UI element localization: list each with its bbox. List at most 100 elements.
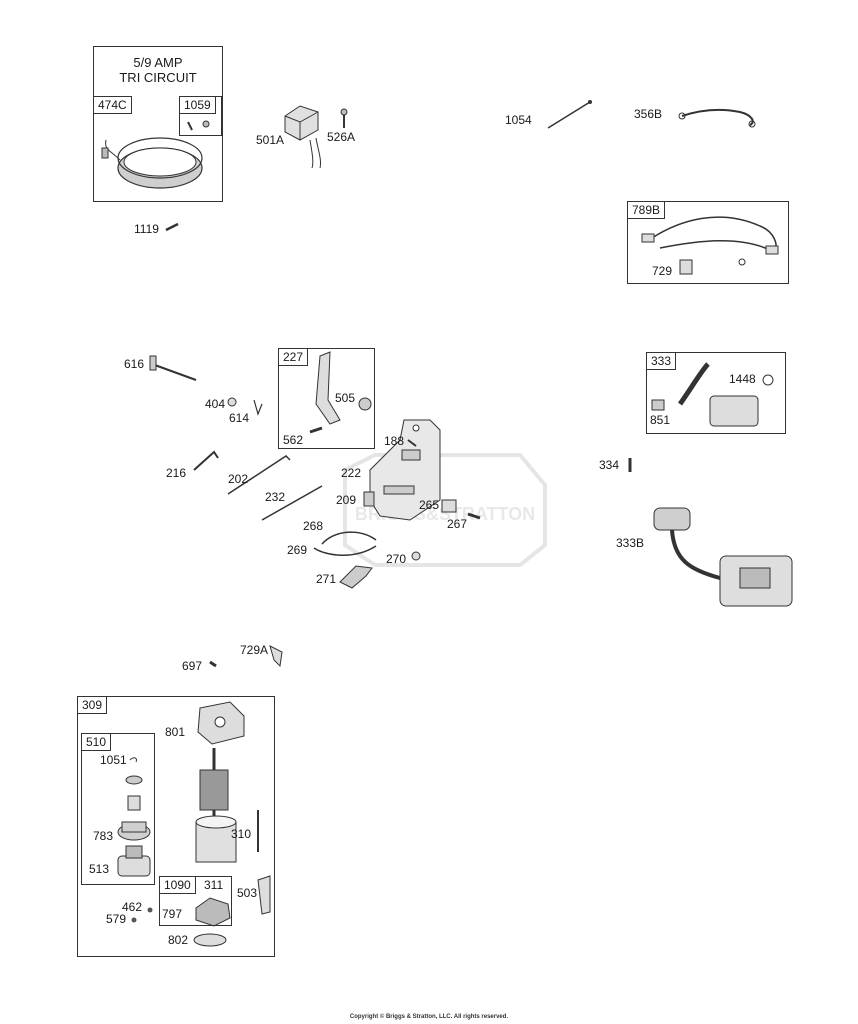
label-1051[interactable]: 1051	[100, 753, 127, 767]
link-232[interactable]	[261, 485, 323, 521]
label-510[interactable]: 510	[81, 733, 112, 751]
label-270[interactable]: 270	[386, 552, 407, 566]
starter-kit-box	[77, 696, 275, 957]
label-188[interactable]: 188	[384, 434, 405, 448]
label-202[interactable]: 202	[228, 472, 249, 486]
label-729A[interactable]: 729A	[240, 643, 269, 657]
part-729A[interactable]	[269, 645, 283, 668]
label-333[interactable]: 333	[646, 352, 677, 370]
wire-1054[interactable]	[547, 100, 592, 129]
harness-789B[interactable]	[641, 216, 779, 275]
label-789B[interactable]: 789B	[627, 201, 666, 219]
copyright-notice: Copyright © Briggs & Stratton, LLC. All …	[349, 1014, 509, 1020]
label-614[interactable]: 614	[229, 411, 250, 425]
washer-404[interactable]	[227, 397, 237, 407]
lever-kit-box	[278, 348, 375, 449]
part-579[interactable]	[131, 917, 137, 923]
label-334[interactable]: 334	[599, 458, 620, 472]
housing-310[interactable]	[195, 815, 237, 863]
label-851[interactable]: 851	[650, 413, 671, 427]
label-310[interactable]: 310	[231, 827, 252, 841]
cap[interactable]	[125, 775, 143, 785]
harness-box	[627, 201, 789, 284]
link-216[interactable]	[193, 450, 219, 471]
label-616[interactable]: 616	[124, 357, 145, 371]
ignition-kit-box	[646, 352, 786, 434]
label-333B[interactable]: 333B	[616, 536, 645, 550]
brush-holder-311[interactable]	[195, 897, 231, 927]
label-1059[interactable]: 1059	[179, 96, 216, 114]
kit-title-line1: 5/9 AMP	[133, 55, 183, 70]
stator-kit-box	[93, 46, 223, 202]
label-1054[interactable]: 1054	[505, 113, 532, 127]
starter-drive-end-801[interactable]	[197, 701, 245, 745]
screw-1119[interactable]	[165, 222, 179, 232]
screw-697[interactable]	[209, 660, 217, 668]
label-1090[interactable]: 1090	[159, 876, 196, 894]
label-265[interactable]: 265	[419, 498, 440, 512]
linkage-202[interactable]	[227, 455, 291, 495]
label-216[interactable]: 216	[166, 466, 187, 480]
label-562[interactable]: 562	[283, 433, 304, 447]
screw-267[interactable]	[467, 512, 481, 520]
clip-1051[interactable]	[129, 757, 137, 763]
label-311[interactable]: 311	[204, 878, 224, 892]
label-503[interactable]: 503	[237, 886, 258, 900]
spring[interactable]	[127, 795, 141, 811]
control-bracket[interactable]	[369, 419, 441, 521]
label-797[interactable]: 797	[162, 907, 183, 921]
label-209[interactable]: 209	[336, 493, 357, 507]
screw-188[interactable]	[407, 439, 417, 447]
label-309[interactable]: 309	[77, 696, 108, 714]
label-222[interactable]: 222	[341, 466, 362, 480]
label-697[interactable]: 697	[182, 659, 203, 673]
ignition-coil-333B[interactable]	[653, 507, 793, 607]
label-269[interactable]: 269	[287, 543, 308, 557]
label-526A[interactable]: 526A	[327, 130, 356, 144]
cable-269[interactable]	[313, 545, 377, 556]
bolt-526A[interactable]	[340, 108, 348, 128]
label-1119[interactable]: 1119	[134, 222, 159, 236]
part-462[interactable]	[147, 907, 153, 913]
screw-1059[interactable]	[187, 120, 210, 131]
label-729[interactable]: 729	[652, 264, 673, 278]
label-579[interactable]: 579	[106, 912, 127, 926]
label-1448[interactable]: 1448	[729, 372, 756, 386]
ground-wire-356B[interactable]	[678, 108, 756, 128]
lever-227[interactable]	[309, 351, 372, 434]
cable-268[interactable]	[321, 531, 377, 545]
label-271[interactable]: 271	[316, 572, 337, 586]
label-474C[interactable]: 474C	[93, 96, 132, 114]
nut-270[interactable]	[411, 551, 421, 561]
part-503[interactable]	[257, 875, 271, 915]
kit-title-line2: TRI CIRCUIT	[119, 70, 197, 85]
clip-614[interactable]	[253, 399, 263, 416]
label-802[interactable]: 802	[168, 933, 189, 947]
label-404[interactable]: 404	[205, 397, 226, 411]
ignition-coil-333[interactable]	[651, 362, 774, 427]
label-505[interactable]: 505	[335, 391, 356, 405]
pinion-gear-783[interactable]	[117, 821, 151, 841]
label-268[interactable]: 268	[303, 519, 324, 533]
label-513[interactable]: 513	[89, 862, 110, 876]
label-356B[interactable]: 356B	[634, 107, 663, 121]
lever-271[interactable]	[339, 565, 373, 589]
drive-kit-box	[81, 733, 155, 885]
stator-part[interactable]	[101, 137, 203, 189]
label-801[interactable]: 801	[165, 725, 186, 739]
rod-616[interactable]	[149, 355, 197, 381]
rectifier-501A[interactable]	[284, 105, 321, 169]
armature[interactable]	[199, 748, 229, 824]
label-783[interactable]: 783	[93, 829, 114, 843]
label-267[interactable]: 267	[447, 517, 468, 531]
part-265[interactable]	[441, 499, 457, 513]
end-cap-802[interactable]	[193, 933, 227, 947]
label-501A[interactable]: 501A	[256, 133, 285, 147]
label-462[interactable]: 462	[122, 900, 143, 914]
drive-513[interactable]	[117, 845, 151, 877]
label-227[interactable]: 227	[278, 348, 309, 366]
part-209[interactable]	[363, 491, 375, 507]
label-232[interactable]: 232	[265, 490, 286, 504]
